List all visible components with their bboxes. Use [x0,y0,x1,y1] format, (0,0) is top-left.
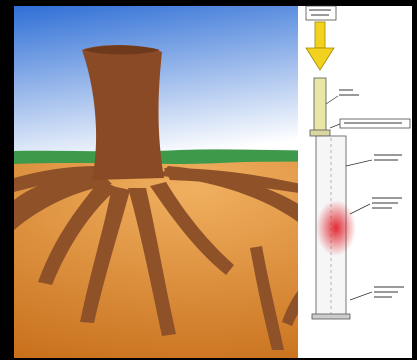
mark-upper-2 [374,159,398,161]
mark-base [374,286,404,288]
mark-load-2 [311,14,329,16]
mark-cap [344,122,402,124]
pile-cap [310,130,330,136]
mark-stress-3 [372,207,392,209]
mark-load [309,9,331,11]
load-arrow-shaft [315,22,325,48]
mark-shaft [339,89,353,91]
mark-stress [372,197,402,199]
stress-zone [316,200,356,256]
pile-base [312,314,350,319]
mark-upper [374,154,402,156]
annotation-box-load [306,6,336,20]
mark-base-3 [374,296,392,298]
pile-shaft [314,78,326,132]
mark-base-2 [374,291,398,293]
mark-shaft-2 [339,94,359,96]
mark-stress-2 [372,202,398,204]
